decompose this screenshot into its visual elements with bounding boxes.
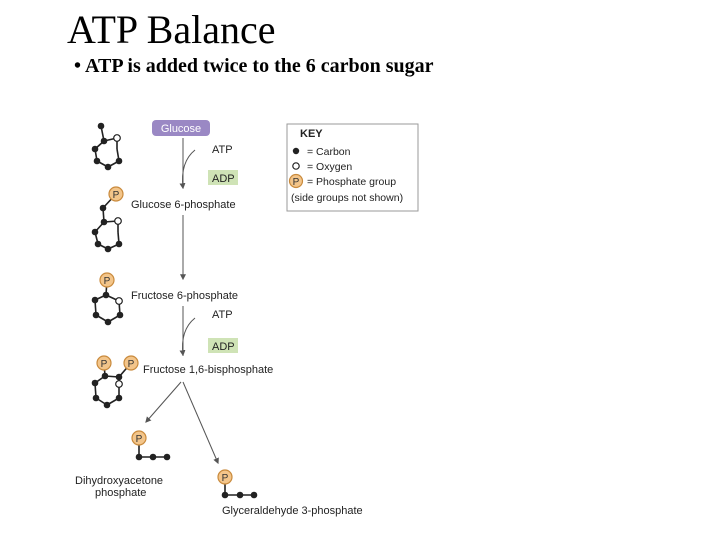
- arrow-to-dhap: [145, 381, 182, 423]
- glucose-6-phosphate-molecule: P: [91, 186, 124, 253]
- oxygen-symbol-icon: [292, 162, 300, 170]
- glucose-6-phosphate-label: Glucose 6-phosphate: [131, 199, 236, 211]
- phosphate-symbol: P: [128, 359, 135, 370]
- slide-bullet: •ATP is added twice to the 6 carbon suga…: [74, 55, 434, 78]
- key-phosphate-label: = Phosphate group: [307, 176, 396, 188]
- dhap-label-line2: phosphate: [95, 487, 146, 499]
- phosphate-symbol: P: [136, 434, 143, 445]
- fructose-1-6-bisphosphate-label: Fructose 1,6-bisphosphate: [143, 364, 273, 376]
- glucose-box: [152, 120, 210, 136]
- adp-label-1: ADP: [212, 173, 235, 185]
- slide-title: ATP Balance: [67, 7, 276, 52]
- key-note: (side groups not shown): [291, 192, 403, 204]
- g3p-molecule: P: [217, 469, 258, 499]
- fructose-6-phosphate-label: Fructose 6-phosphate: [131, 290, 238, 302]
- phosphate-symbol: P: [101, 359, 108, 370]
- fructose-1-6-bisphosphate-molecule: P P: [91, 355, 139, 409]
- phosphate-symbol: P: [293, 177, 300, 188]
- glucose-molecule: [91, 122, 123, 171]
- key-oxygen-label: = Oxygen: [307, 161, 352, 173]
- phosphate-symbol: P: [113, 190, 120, 201]
- phosphate-symbol: P: [222, 473, 229, 484]
- atp-curve-arrow-2: [179, 317, 196, 357]
- carbon-symbol-icon: [292, 147, 300, 155]
- phosphate-symbol: P: [104, 276, 111, 287]
- key-legend: KEY = Carbon = Oxygen P = Phosphate grou…: [286, 123, 419, 212]
- key-carbon-label: = Carbon: [307, 146, 351, 158]
- atp-label-1: ATP: [212, 144, 233, 156]
- g3p-label: Glyceraldehyde 3-phosphate: [222, 505, 363, 517]
- dhap-label-line1: Dihydroxyacetone: [75, 475, 163, 487]
- dhap-molecule: P: [131, 430, 171, 461]
- key-box: [286, 123, 419, 212]
- fructose-6-phosphate-molecule: P: [91, 272, 124, 326]
- arrow-to-g3p: [182, 381, 219, 465]
- bullet-text: ATP is added twice to the 6 carbon sugar: [85, 55, 434, 77]
- glucose-label: Glucose: [161, 123, 201, 135]
- atp-curve-arrow-1: [179, 149, 196, 190]
- adp-box-1: [208, 170, 238, 185]
- adp-label-2: ADP: [212, 341, 235, 353]
- bullet-marker: •: [74, 55, 82, 77]
- phosphate-symbol-icon: [288, 173, 304, 189]
- adp-box-2: [208, 338, 238, 353]
- key-title: KEY: [300, 128, 323, 140]
- atp-label-2: ATP: [212, 309, 233, 321]
